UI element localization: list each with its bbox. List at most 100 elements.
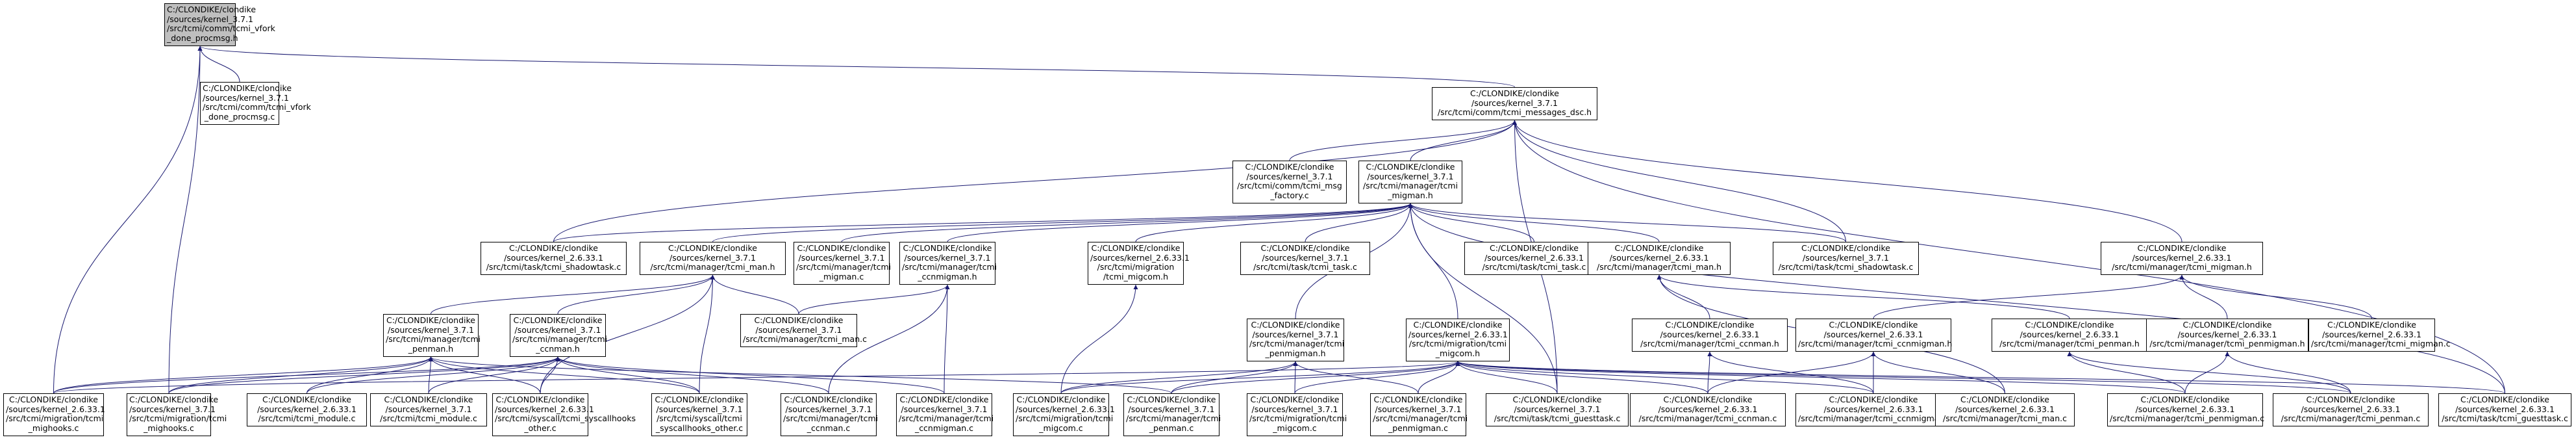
graph-node-kernel-3-7-1-src-tcmi-migration-tcmi-mighooks-c[interactable]: C:/CLONDIKE/clondike/sources/kernel_3.7.… <box>127 393 227 436</box>
graph-node-kernel-2-6-33-1-src-tcmi-manager-tcmi-penmigman-c[interactable]: C:/CLONDIKE/clondike/sources/kernel_2.6.… <box>2107 393 2264 426</box>
graph-node-kernel-2-6-33-1-src-tcmi-manager-tcmi-ccnman-c[interactable]: C:/CLONDIKE/clondike/sources/kernel_2.6.… <box>1630 393 1786 426</box>
edge-n15-n30 <box>429 356 700 394</box>
graph-node-kernel-2-6-33-1-src-tcmi-manager-tcmi-penman-c[interactable]: C:/CLONDIKE/clondike/sources/kernel_2.6.… <box>2273 393 2429 426</box>
node-label-line: /src/tcmi/manager/tcmi_man.c <box>743 334 867 344</box>
edge-n4-n11 <box>1408 203 1534 242</box>
graph-node-kernel-3-7-1-src-tcmi-manager-tcmi-man-c[interactable]: C:/CLONDIKE/clondike/sources/kernel_3.7.… <box>740 314 867 347</box>
graph-node-kernel-3-7-1-src-tcmi-task-tcmi-guesttask-c[interactable]: C:/CLONDIKE/clondike/sources/kernel_3.7.… <box>1486 393 1629 426</box>
graph-node-kernel-2-6-33-1-src-tcmi-manager-tcmi-man-h[interactable]: C:/CLONDIKE/clondike/sources/kernel_2.6.… <box>1588 242 1731 275</box>
node-label-line: C:/CLONDIKE/clondike <box>167 5 256 14</box>
node-label-line: /src/tcmi/manager/tcmi <box>512 334 608 344</box>
node-label-line: /src/tcmi/tcmi_module.c <box>258 413 356 423</box>
node-label-line: C:/CLONDIKE/clondike <box>1665 320 1755 330</box>
node-label-line: /sources/kernel_2.6.33.1 <box>2322 329 2421 339</box>
graph-node-kernel-2-6-33-1-src-tcmi-tcmi-module-c[interactable]: C:/CLONDIKE/clondike/sources/kernel_2.6.… <box>247 393 367 426</box>
graph-node-kernel-3-7-1-src-tcmi-manager-tcmi-penman-c[interactable]: C:/CLONDIKE/clondike/sources/kernel_3.7.… <box>1123 393 1221 436</box>
edge-n4-n7 <box>841 203 1413 242</box>
node-label-line: /sources/kernel_3.7.1 <box>901 404 988 414</box>
graph-node-kernel-2-6-33-1-src-tcmi-manager-tcmi-penman-h[interactable]: C:/CLONDIKE/clondike/sources/kernel_2.6.… <box>1992 319 2147 352</box>
graph-node-kernel-3-7-1-src-tcmi-task-tcmi-task-c[interactable]: C:/CLONDIKE/clondike/sources/kernel_3.7.… <box>1240 242 1370 275</box>
edge-n0-n26 <box>168 46 203 394</box>
graph-node-kernel-3-7-1-src-tcmi-comm-tcmi-vfork-done-procmsg-c[interactable]: C:/CLONDIKE/clondike/sources/kernel_3.7.… <box>200 82 311 125</box>
node-label-line: /src/tcmi/manager/tcmi <box>783 413 879 423</box>
graph-node-kernel-3-7-1-src-tcmi-manager-tcmi-penmigman-c[interactable]: C:/CLONDIKE/clondike/sources/kernel_3.7.… <box>1370 393 1468 436</box>
graph-node-kernel-3-7-1-src-tcmi-manager-tcmi-man-h[interactable]: C:/CLONDIKE/clondike/sources/kernel_3.7.… <box>640 242 786 275</box>
graph-node-kernel-3-7-1-src-tcmi-manager-tcmi-ccnmigman-h[interactable]: C:/CLONDIKE/clondike/sources/kernel_3.7.… <box>899 242 997 285</box>
node-label-line: C:/CLONDIKE/clondike <box>903 243 992 253</box>
edge-n19-n43 <box>1455 361 2505 394</box>
graph-node-kernel-3-7-1-src-tcmi-manager-tcmi-ccnmigman-c[interactable]: C:/CLONDIKE/clondike/sources/kernel_3.7.… <box>896 393 994 436</box>
graph-node-kernel-3-7-1-src-tcmi-manager-tcmi-ccnman-h[interactable]: C:/CLONDIKE/clondike/sources/kernel_3.7.… <box>510 314 608 357</box>
node-label-line: /src/tcmi/manager/tcmi <box>386 334 481 344</box>
node-label-line: /src/tcmi/migration/tcmi <box>1016 413 1114 423</box>
node-label-line: /sources/kernel_2.6.33.1 <box>1660 329 1760 339</box>
node-label-line: /sources/kernel_3.7.1 <box>1514 404 1601 414</box>
graph-node-kernel-3-7-1-src-tcmi-manager-tcmi-penmigman-h[interactable]: C:/CLONDIKE/clondike/sources/kernel_3.7.… <box>1247 319 1344 361</box>
node-label-line: C:/CLONDIKE/clondike <box>1245 162 1334 172</box>
edge-n8-n17 <box>798 284 950 315</box>
graph-node-kernel-2-6-33-1-src-tcmi-manager-tcmi-man-c[interactable]: C:/CLONDIKE/clondike/sources/kernel_2.6.… <box>1935 393 2075 426</box>
graph-node-kernel-2-6-33-1-src-tcmi-manager-tcmi-ccnman-h[interactable]: C:/CLONDIKE/clondike/sources/kernel_2.6.… <box>1632 319 1788 352</box>
node-label-line: _ccnmigman.c <box>914 423 974 433</box>
node-label-line: /sources/kernel_2.6.33.1 <box>2132 252 2232 263</box>
graph-node-kernel-2-6-33-1-src-tcmi-manager-tcmi-penmigman-h[interactable]: C:/CLONDIKE/clondike/sources/kernel_2.6.… <box>2146 319 2308 352</box>
edge-n19-n35 <box>1294 361 1460 394</box>
edge-n18-n36 <box>1293 361 1419 394</box>
node-label-line: /sources/kernel_3.7.1 <box>785 404 872 414</box>
graph-node-kernel-2-6-33-1-src-tcmi-migration-tcmi-mighooks-c[interactable]: C:/CLONDIKE/clondike/sources/kernel_2.6.… <box>3 393 105 436</box>
graph-node-kernel-2-6-33-1-src-tcmi-migration-tcmi-migcom-c[interactable]: C:/CLONDIKE/clondike/sources/kernel_2.6.… <box>1013 393 1115 436</box>
edge-n16-n28 <box>428 356 560 394</box>
graph-node-kernel-2-6-33-1-src-tcmi-manager-tcmi-ccnmigman-c[interactable]: C:/CLONDIKE/clondike/sources/kernel_2.6.… <box>1795 393 1951 426</box>
node-label-line: /sources/kernel_3.7.1 <box>388 324 474 335</box>
node-label-line: /sources/kernel_3.7.1 <box>1375 404 1462 414</box>
graph-node-kernel-3-7-1-src-tcmi-manager-tcmi-ccnman-c[interactable]: C:/CLONDIKE/clondike/sources/kernel_3.7.… <box>781 393 879 436</box>
edge-n4-n10 <box>1305 203 1413 242</box>
graph-node-kernel-3-7-1-src-tcmi-manager-tcmi-migman-h[interactable]: C:/CLONDIKE/clondike/sources/kernel_3.7.… <box>1358 161 1462 203</box>
edge-n12-n20 <box>1657 274 1710 319</box>
node-label-line: /sources/kernel_2.6.33.1 <box>1955 404 2055 414</box>
graph-node-kernel-2-6-33-1-src-tcmi-migration-tcmi-migcom-h[interactable]: C:/CLONDIKE/clondike/sources/kernel_2.6.… <box>1406 319 1510 361</box>
node-label-line: C:/CLONDIKE/clondike <box>262 395 351 404</box>
graph-node-kernel-2-6-33-1-src-tcmi-migration-tcmi-migcom-h[interactable]: C:/CLONDIKE/clondike/sources/kernel_2.6.… <box>1088 242 1190 285</box>
graph-node-kernel-2-6-33-1-src-tcmi-syscall-tcmi-syscallhooks-other-c[interactable]: C:/CLONDIKE/clondike/sources/kernel_2.6.… <box>492 393 636 436</box>
edge-n14-n21 <box>1873 274 2184 319</box>
edge-n23-n41 <box>2184 351 2230 394</box>
node-label-line: _syscallhooks_other.c <box>655 423 744 433</box>
graph-node-kernel-2-6-33-1-src-tcmi-manager-tcmi-ccnmigman-h[interactable]: C:/CLONDIKE/clondike/sources/kernel_2.6.… <box>1795 319 1952 352</box>
node-label-line: C:/CLONDIKE/clondike <box>2137 243 2227 253</box>
node-label-line: C:/CLONDIKE/clondike <box>1373 395 1463 404</box>
edge-n4-n43 <box>1408 203 2505 394</box>
node-label-line: C:/CLONDIKE/clondike <box>2327 320 2416 330</box>
edge-n4-n8 <box>947 203 1413 242</box>
graph-node-kernel-2-6-33-1-src-tcmi-task-tcmi-task-c[interactable]: C:/CLONDIKE/clondike/sources/kernel_2.6.… <box>1464 242 1604 275</box>
graph-node-kernel-3-7-1-src-tcmi-manager-tcmi-penman-h[interactable]: C:/CLONDIKE/clondike/sources/kernel_3.7.… <box>383 314 481 357</box>
node-label-line: /sources/kernel_3.7.1 <box>385 404 472 414</box>
node-label-line: /src/tcmi/manager/tcmi_ccnmigman.c <box>1798 413 1952 423</box>
node-label-line: /src/tcmi/task/tcmi_guesttask.c <box>1494 413 1621 423</box>
graph-node-kernel-2-6-33-1-src-tcmi-task-tcmi-guesttask-c[interactable]: C:/CLONDIKE/clondike/sources/kernel_2.6.… <box>2438 393 2571 426</box>
node-label-line: /src/tcmi/manager/tcmi_ccnman.h <box>1640 339 1779 348</box>
graph-node-kernel-2-6-33-1-src-tcmi-manager-tcmi-migman-c[interactable]: C:/CLONDIKE/clondike/sources/kernel_2.6.… <box>2308 319 2451 352</box>
graph-node-kernel-3-7-1-src-tcmi-task-tcmi-shadowtask-c[interactable]: C:/CLONDIKE/clondike/sources/kernel_3.7.… <box>1773 242 1919 275</box>
node-label-line: /src/tcmi/syscall/tcmi <box>657 413 742 423</box>
graph-node-kernel-2-6-33-1-src-tcmi-task-tcmi-shadowtask-c[interactable]: C:/CLONDIKE/clondike/sources/kernel_2.6.… <box>481 242 627 275</box>
node-label-line: C:/CLONDIKE/clondike <box>655 395 744 404</box>
graph-node-kernel-3-7-1-src-tcmi-manager-tcmi-migman-c[interactable]: C:/CLONDIKE/clondike/sources/kernel_3.7.… <box>794 242 891 285</box>
edge-n2-n4 <box>1410 120 1517 161</box>
node-label-line: /sources/kernel_3.7.1 <box>1246 171 1333 181</box>
edge-n21-n38 <box>1707 351 1876 394</box>
graph-node-kernel-3-7-1-src-tcmi-comm-tcmi-messages-dsc-h[interactable]: C:/CLONDIKE/clondike/sources/kernel_3.7.… <box>1432 87 1597 120</box>
node-label-line: _migman.h <box>1388 190 1433 200</box>
graph-node-kernel-3-7-1-src-tcmi-migration-tcmi-migcom-c[interactable]: C:/CLONDIKE/clondike/sources/kernel_3.7.… <box>1247 393 1347 436</box>
edge-n6-n30 <box>699 274 715 394</box>
edge-n2-n14 <box>1512 120 2182 242</box>
graph-node-kernel-2-6-33-1-src-tcmi-manager-tcmi-migman-h[interactable]: C:/CLONDIKE/clondike/sources/kernel_2.6.… <box>2101 242 2263 275</box>
graph-node-kernel-3-7-1-src-tcmi-tcmi-module-c[interactable]: C:/CLONDIKE/clondike/sources/kernel_3.7.… <box>370 393 487 426</box>
edge-n2-n13 <box>1512 120 1846 242</box>
edge-n8-n31 <box>828 284 950 394</box>
graph-node-kernel-3-7-1-src-tcmi-syscall-tcmi-syscallhooks-other-c[interactable]: C:/CLONDIKE/clondike/sources/kernel_3.7.… <box>651 393 747 436</box>
edge-n4-n9 <box>1135 203 1413 242</box>
node-label-line: /sources/kernel_2.6.33.1 <box>1609 252 1709 263</box>
graph-node-kernel-3-7-1-src-tcmi-comm-tcmi-msg-factory-c[interactable]: C:/CLONDIKE/clondike/sources/kernel_3.7.… <box>1232 161 1347 203</box>
edge-n21-n40 <box>1871 351 2005 394</box>
